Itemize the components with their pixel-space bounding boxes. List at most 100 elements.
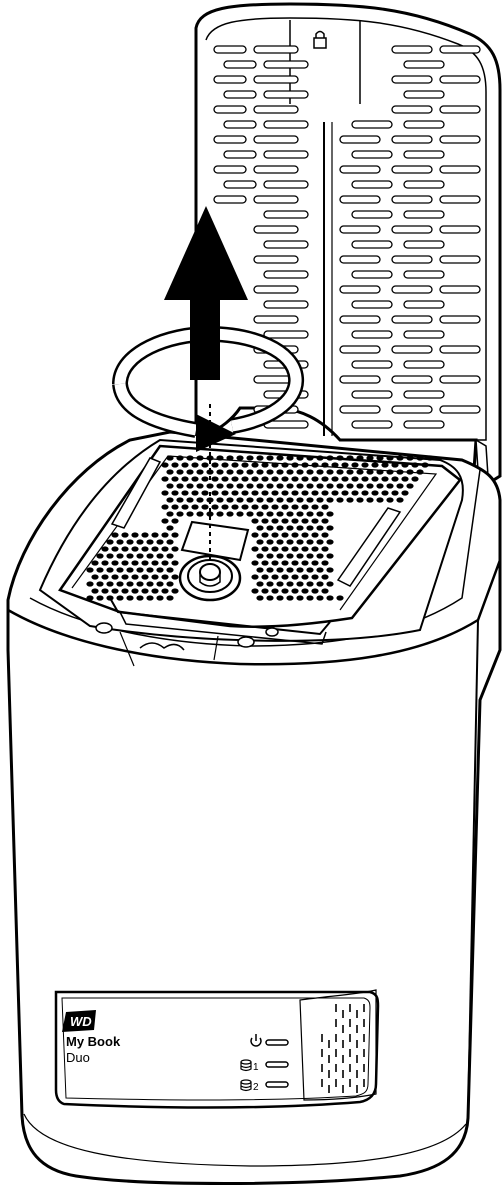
lid-slot: [391, 315, 433, 324]
lid-slot: [391, 405, 433, 414]
tray-hole: [166, 525, 174, 531]
tray-hole: [371, 476, 379, 482]
tray-hole: [266, 553, 274, 559]
product-model: Duo: [66, 1050, 90, 1065]
tray-hole: [156, 581, 164, 587]
tray-hole: [236, 483, 244, 489]
tray-hole: [291, 574, 299, 580]
lid-slot: [339, 165, 381, 174]
lid-slot: [253, 315, 299, 324]
tray-hole: [311, 560, 319, 566]
tray-hole: [231, 490, 239, 496]
thumbscrew[interactable]: [178, 554, 242, 602]
tray-hole: [296, 469, 304, 475]
tray-hole: [316, 525, 324, 531]
tray-hole: [181, 476, 189, 482]
tray-hole: [406, 455, 414, 461]
tray-hole: [271, 532, 279, 538]
lid-slot: [391, 345, 433, 354]
lid-slot: [403, 90, 445, 99]
lid-slot: [263, 300, 309, 309]
tray-perforation: [86, 455, 434, 601]
open-lid[interactable]: [194, 2, 502, 489]
tray-hole: [351, 476, 359, 482]
lid-slot: [223, 180, 257, 189]
tray-hole: [281, 532, 289, 538]
tray-hole: [231, 476, 239, 482]
tray-hole: [261, 588, 269, 594]
tray-hole: [161, 588, 169, 594]
tray-hole: [116, 553, 124, 559]
tray-hole: [156, 567, 164, 573]
tray-hole: [221, 490, 229, 496]
tray-hole: [331, 490, 339, 496]
tray-hole: [306, 497, 314, 503]
tray-hole: [101, 546, 109, 552]
tray-hole: [191, 504, 199, 510]
tray-hole: [266, 455, 274, 461]
tray-hole: [266, 581, 274, 587]
tray-hole: [386, 455, 394, 461]
tray-hole: [301, 462, 309, 468]
tray-hole: [271, 588, 279, 594]
lid-slot: [351, 330, 393, 339]
tray-hole: [261, 518, 269, 524]
tray-hole: [281, 504, 289, 510]
tray-hole: [86, 595, 94, 601]
tray-hole: [136, 567, 144, 573]
tray-hole: [121, 560, 129, 566]
tray-hole: [146, 595, 154, 601]
tray-hole: [316, 497, 324, 503]
tray-hole: [121, 546, 129, 552]
drive-2-indicator: 2: [240, 1079, 289, 1093]
lid-slot: [403, 180, 445, 189]
lid-slot: [403, 270, 445, 279]
tray-hole: [96, 581, 104, 587]
lid-slot: [253, 285, 299, 294]
tray-hole: [326, 469, 334, 475]
tray-hole: [416, 455, 424, 461]
tray-hole: [381, 490, 389, 496]
tray-hole: [221, 462, 229, 468]
lid-slot: [253, 255, 299, 264]
tray-hole: [301, 518, 309, 524]
lid-slot: [253, 45, 299, 54]
tray-hole: [356, 483, 364, 489]
tray-hole: [261, 476, 269, 482]
drive-bay: [38, 438, 464, 667]
tray-hole: [171, 476, 179, 482]
tray-hole: [291, 490, 299, 496]
tray-hole: [321, 476, 329, 482]
tray-hole: [106, 567, 114, 573]
tray-hole: [276, 469, 284, 475]
tray-hole: [286, 511, 294, 517]
tray-hole: [316, 581, 324, 587]
tray-hole: [251, 504, 259, 510]
tray-hole: [251, 490, 259, 496]
tray-hole: [381, 462, 389, 468]
tray-hole: [166, 567, 174, 573]
lid-slot: [339, 135, 381, 144]
tray-hole: [376, 455, 384, 461]
tray-hole: [126, 581, 134, 587]
tray-hole: [311, 546, 319, 552]
tray-hole: [286, 567, 294, 573]
tray-hole: [196, 511, 204, 517]
tray-hole: [261, 560, 269, 566]
tray-hole: [271, 546, 279, 552]
tray-hole: [151, 532, 159, 538]
lid-slot: [391, 165, 433, 174]
tray-hole: [401, 490, 409, 496]
tray-hole: [201, 504, 209, 510]
tray-hole: [336, 497, 344, 503]
lid-slot: [263, 60, 309, 69]
lid-slot: [253, 165, 299, 174]
drive-stack-icon: [240, 1059, 252, 1072]
tray-hole: [251, 588, 259, 594]
tray-hole: [311, 504, 319, 510]
lid-slot: [391, 75, 433, 84]
tray-hole: [281, 476, 289, 482]
lid-slot: [253, 135, 299, 144]
tray-hole: [236, 497, 244, 503]
tray-hole: [106, 553, 114, 559]
